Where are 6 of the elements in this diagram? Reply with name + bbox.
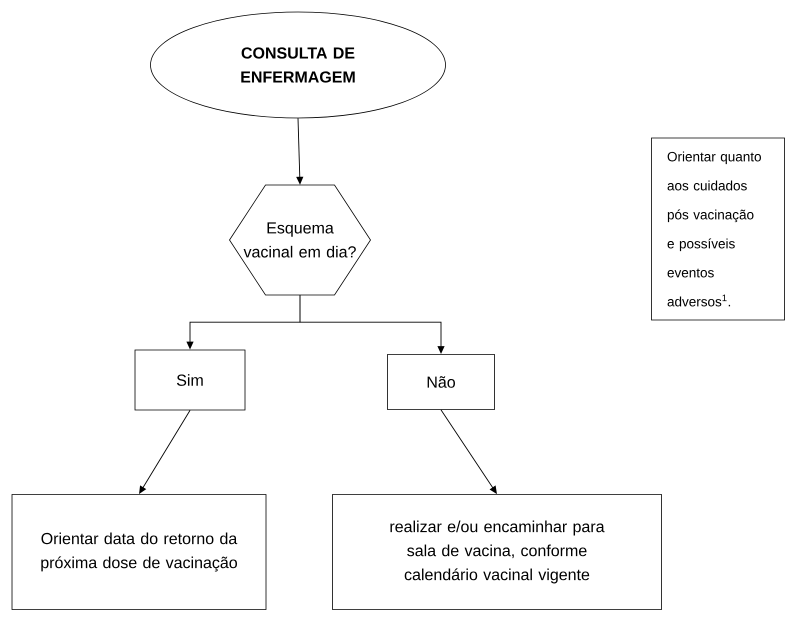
decision-hexagon: Esquema vacinal em dia? xyxy=(229,184,371,296)
process-box: Sim xyxy=(134,350,246,410)
process-box: Orientar quanto aos cuidados pós vacinação e possíveis eventos adversos$^{1}$. xyxy=(651,138,785,320)
process-box: Orientar data do retorno da próxima dose de vacinação xyxy=(12,494,266,610)
process-box: Não xyxy=(387,354,495,410)
process-box: realizar e/ou encaminhar para sala de vacina, conforme calendário vacinal vigente xyxy=(332,494,662,610)
